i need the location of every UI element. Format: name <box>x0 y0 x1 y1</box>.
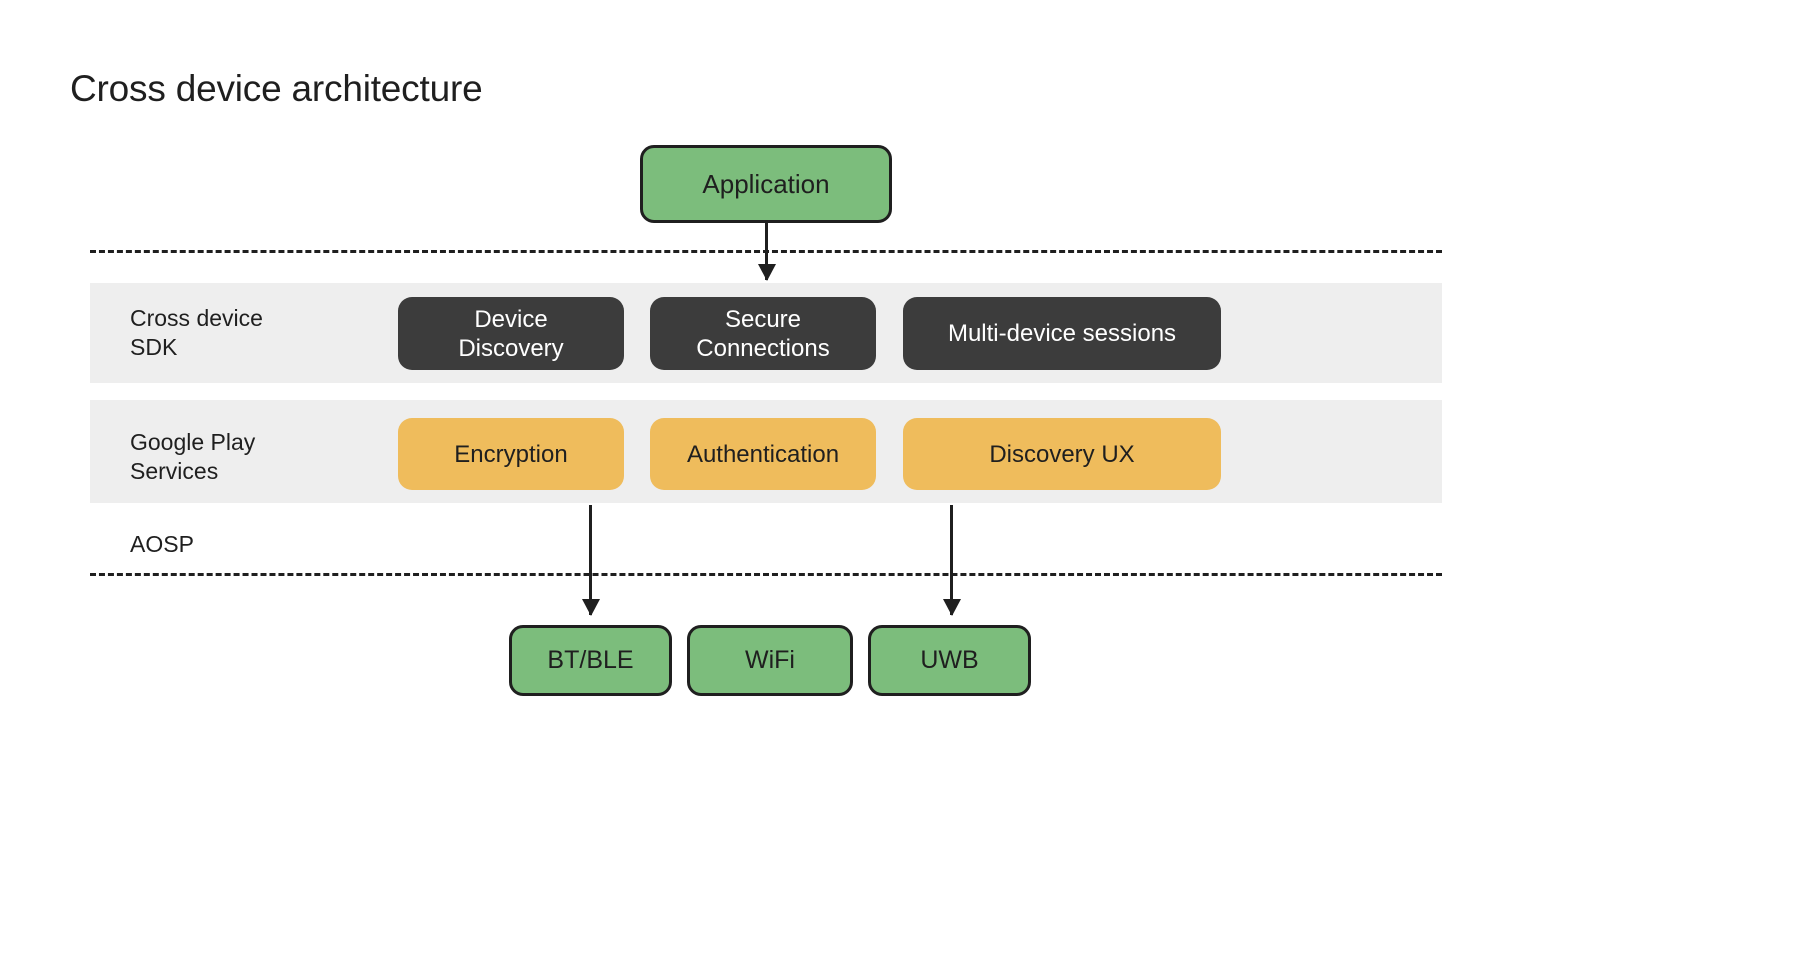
node-application[interactable]: Application <box>640 145 892 223</box>
layer-label-aosp: AOSP <box>130 531 194 557</box>
node-bt-ble[interactable]: BT/BLE <box>509 625 672 696</box>
node-discovery-ux[interactable]: Discovery UX <box>903 418 1221 490</box>
node-wifi[interactable]: WiFi <box>687 625 853 696</box>
node-secure-connections[interactable]: Secure Connections <box>650 297 876 370</box>
node-uwb[interactable]: UWB <box>868 625 1031 696</box>
layer-label-google-play-services: Google Play Services <box>130 429 256 484</box>
page-title: Cross device architecture <box>70 68 483 109</box>
arrow-to-uwb <box>950 505 953 615</box>
node-authentication[interactable]: Authentication <box>650 418 876 490</box>
node-device-discovery[interactable]: Device Discovery <box>398 297 624 370</box>
node-multi-device-sessions[interactable]: Multi-device sessions <box>903 297 1221 370</box>
arrow-to-bt-ble <box>589 505 592 615</box>
node-encryption[interactable]: Encryption <box>398 418 624 490</box>
layer-label-cross-device-sdk: Cross device SDK <box>130 305 263 360</box>
dashed-divider-bottom <box>90 573 1442 576</box>
dashed-divider-top <box>90 250 1442 253</box>
